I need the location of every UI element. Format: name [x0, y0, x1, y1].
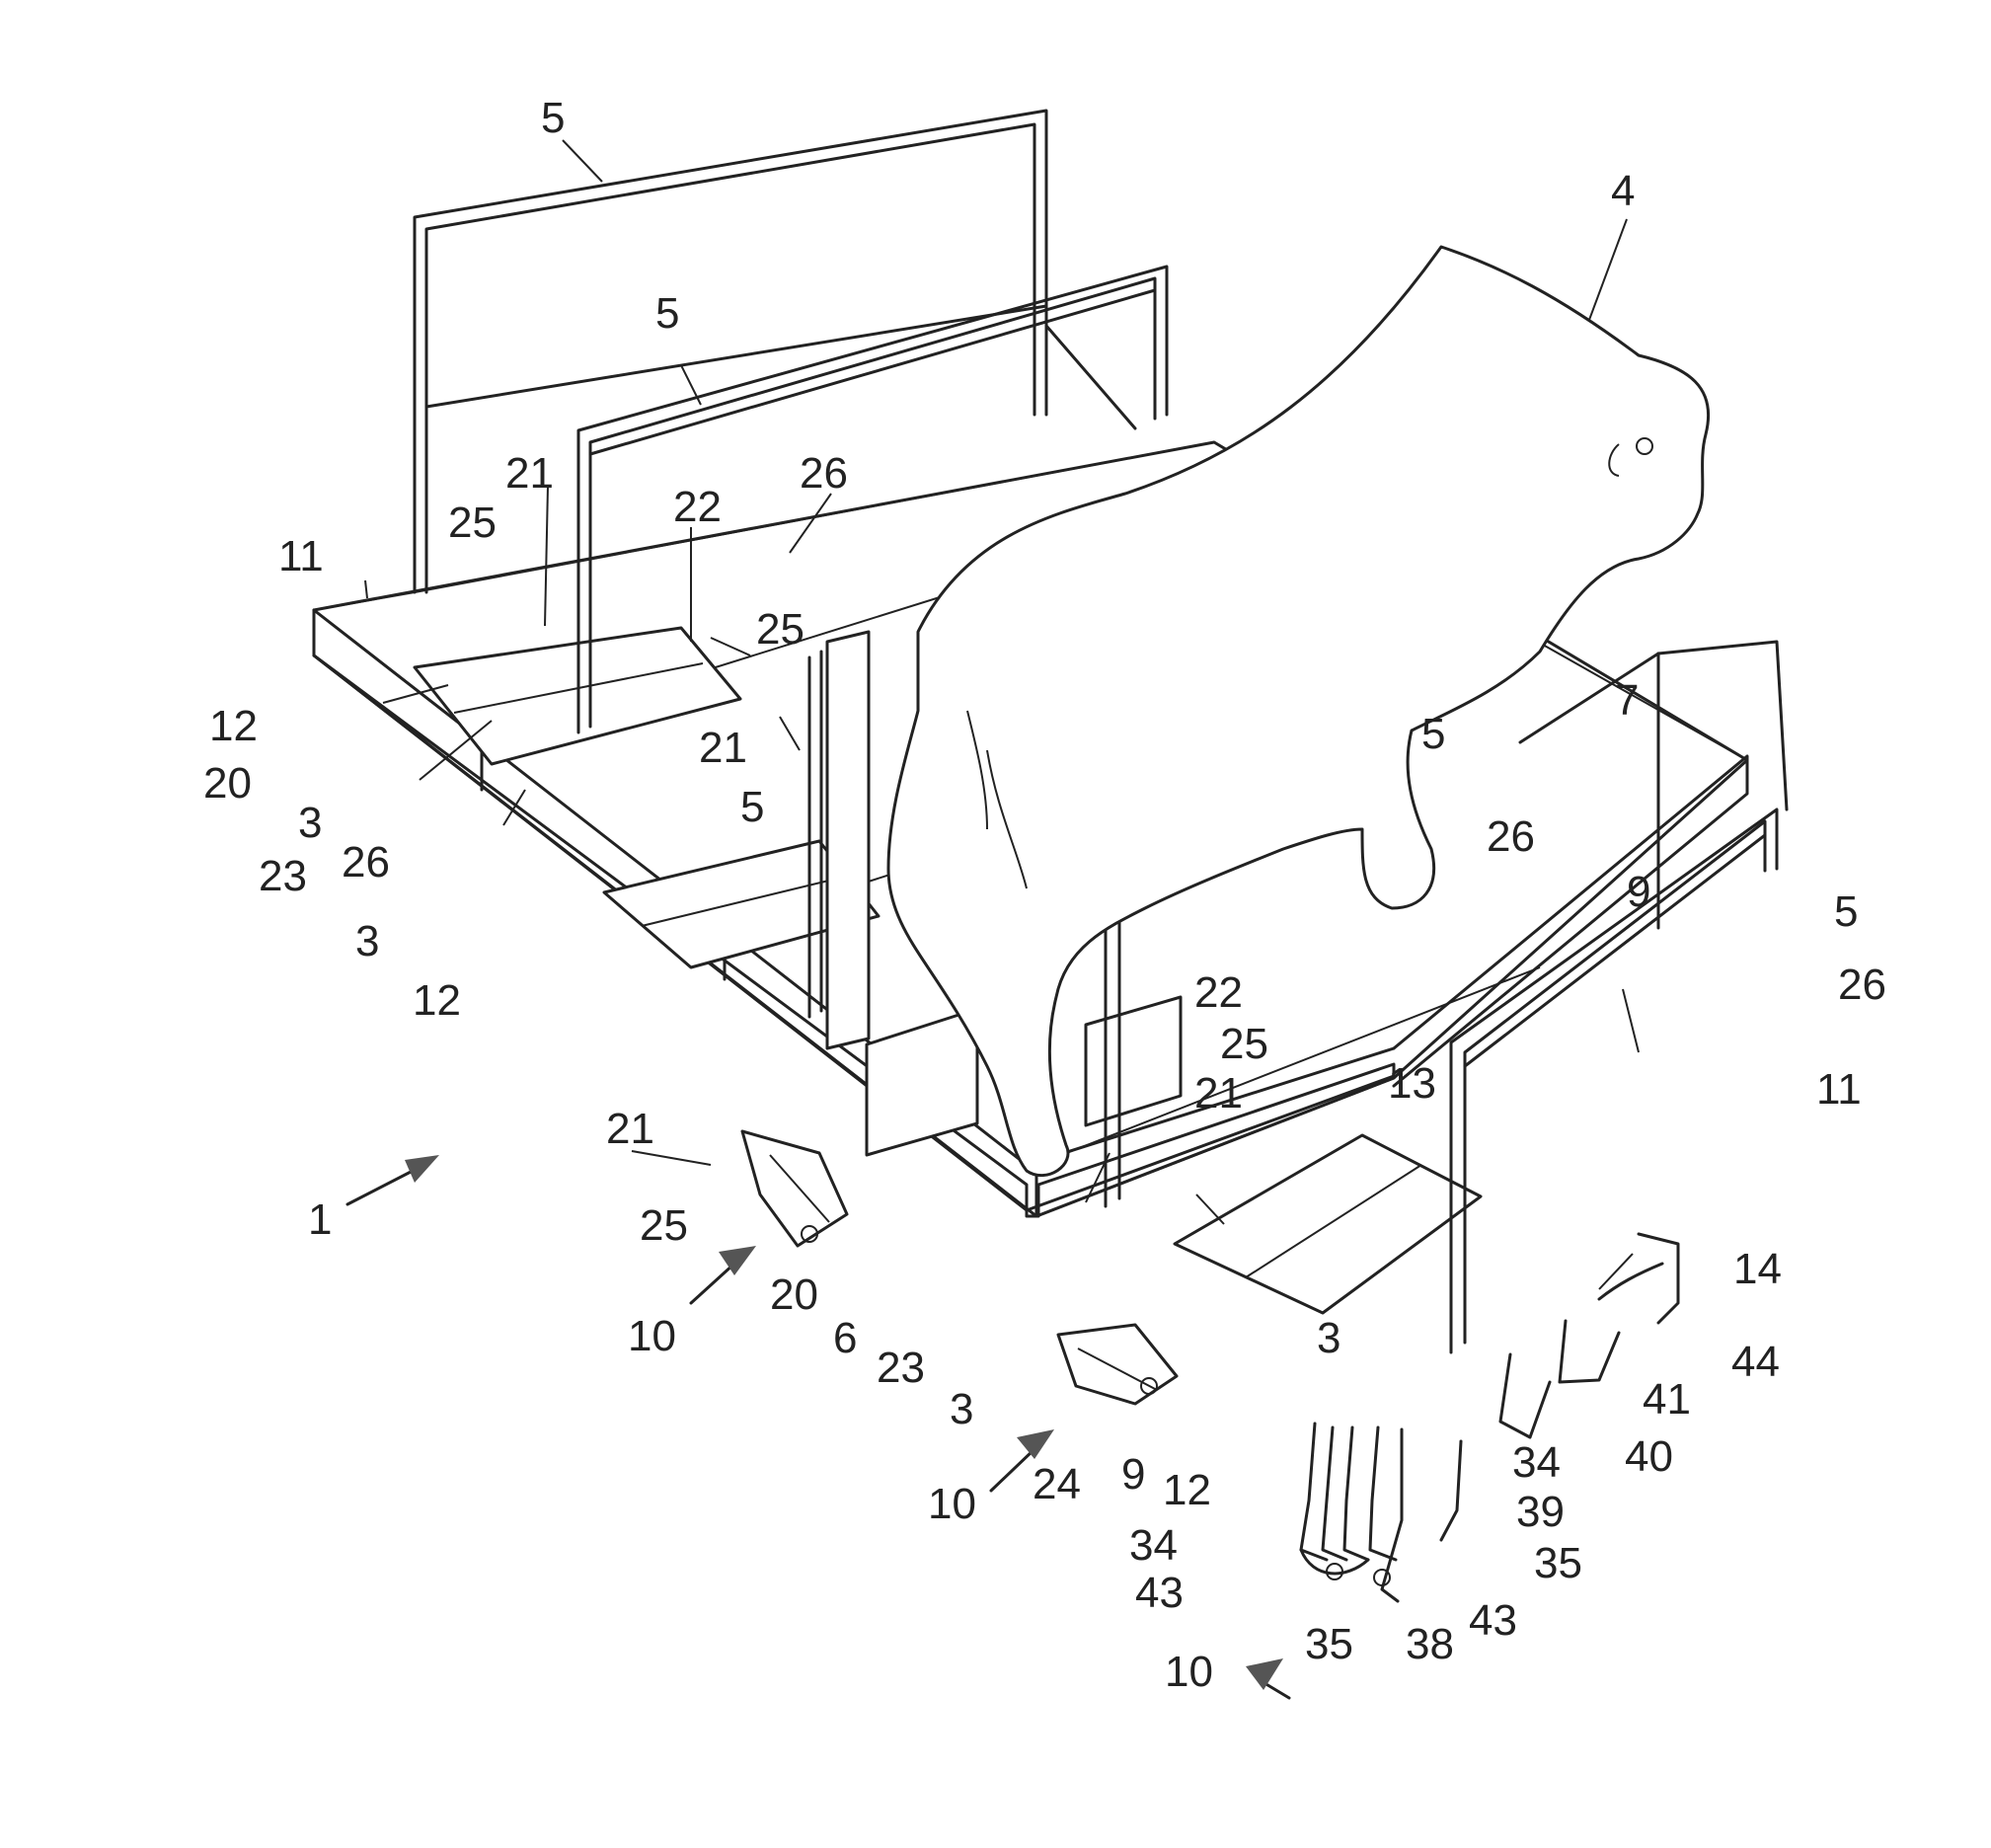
label-26: 26 — [800, 449, 848, 498]
label-43: 43 — [1135, 1569, 1184, 1617]
label-21: 21 — [606, 1105, 654, 1153]
label-21: 21 — [505, 449, 554, 498]
label-11: 11 — [278, 532, 324, 580]
label-34: 34 — [1512, 1438, 1561, 1487]
label-5: 5 — [1834, 887, 1858, 936]
label-26: 26 — [1838, 961, 1886, 1009]
label-12: 12 — [1163, 1466, 1211, 1514]
undercarriage-unit-middle — [1058, 1325, 1177, 1404]
label-22: 22 — [1194, 968, 1243, 1017]
label-25: 25 — [448, 499, 497, 547]
label-12: 12 — [413, 976, 461, 1025]
label-35: 35 — [1305, 1620, 1353, 1668]
label-43: 43 — [1469, 1596, 1517, 1645]
label-39: 39 — [1516, 1488, 1565, 1536]
label-14: 14 — [1733, 1245, 1782, 1293]
label-1: 1 — [308, 1195, 332, 1244]
label-11: 11 — [1816, 1065, 1862, 1114]
undercarriage-unit-left — [742, 1131, 847, 1246]
label-9: 9 — [1121, 1450, 1145, 1499]
label-26: 26 — [1487, 812, 1535, 861]
label-12: 12 — [209, 702, 258, 750]
label-21: 21 — [1194, 1069, 1243, 1117]
label-5: 5 — [740, 783, 764, 831]
label-41: 41 — [1643, 1375, 1691, 1424]
label-6: 6 — [833, 1314, 857, 1362]
label-5: 5 — [1421, 710, 1445, 758]
label-23: 23 — [877, 1344, 925, 1392]
arrow-icon — [691, 1246, 756, 1303]
label-38: 38 — [1406, 1620, 1454, 1668]
label-44: 44 — [1731, 1338, 1780, 1386]
label-3: 3 — [1317, 1314, 1340, 1362]
label-10: 10 — [628, 1312, 676, 1360]
label-26: 26 — [342, 838, 390, 886]
label-3: 3 — [950, 1385, 973, 1433]
label-25: 25 — [640, 1201, 688, 1250]
label-5: 5 — [655, 289, 679, 338]
label-40: 40 — [1625, 1432, 1673, 1481]
label-21: 21 — [699, 724, 747, 772]
label-3: 3 — [355, 917, 379, 965]
label-9: 9 — [1627, 868, 1650, 916]
label-10: 10 — [1165, 1648, 1213, 1696]
label-24: 24 — [1033, 1460, 1081, 1508]
label-5: 5 — [541, 94, 565, 142]
label-34: 34 — [1129, 1521, 1178, 1570]
label-23: 23 — [259, 852, 307, 900]
arrow-icon — [347, 1155, 439, 1204]
label-20: 20 — [203, 759, 252, 808]
label-35: 35 — [1534, 1539, 1582, 1587]
label-25: 25 — [1220, 1020, 1268, 1068]
label-10: 10 — [928, 1480, 976, 1528]
label-20: 20 — [770, 1270, 818, 1319]
label-25: 25 — [756, 605, 804, 654]
label-7: 7 — [1615, 676, 1639, 725]
arrow-icon — [1246, 1658, 1289, 1698]
label-13: 13 — [1388, 1059, 1436, 1108]
label-3: 3 — [298, 799, 322, 847]
label-22: 22 — [673, 483, 722, 531]
label-4: 4 — [1611, 167, 1635, 215]
